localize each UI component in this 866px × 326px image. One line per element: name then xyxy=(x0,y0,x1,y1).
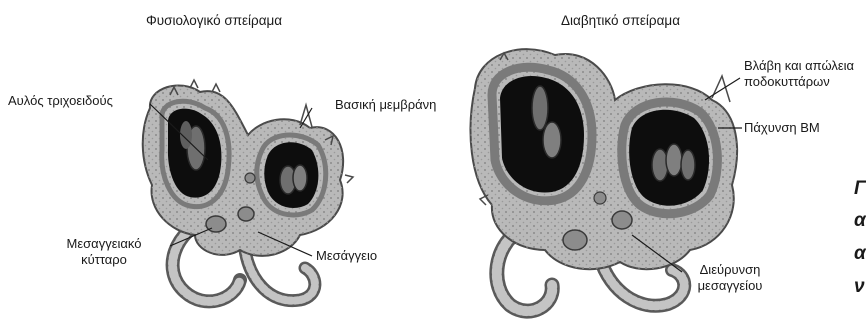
mesangial-cell xyxy=(612,211,632,229)
label-mesangial-cell: Μεσαγγειακό κύτταρο xyxy=(42,236,166,268)
cropped-side-letter: α xyxy=(854,243,866,265)
mesangial-cell xyxy=(563,230,587,250)
normal-glomerulus xyxy=(143,80,353,301)
label-mesangial-expansion-line2: μεσαγγείου xyxy=(680,278,780,294)
cropped-side-letter: ν xyxy=(854,276,866,298)
label-mesangium: Μεσάγγειο xyxy=(316,248,377,264)
label-mesangial-cell-line2: κύτταρο xyxy=(42,252,166,268)
label-podocyte-loss-line1: Βλάβη και απώλεια xyxy=(744,58,854,74)
label-mesangial-expansion: Διεύρυνση μεσαγγείου xyxy=(680,262,780,294)
label-capillary-lumen: Αυλός τριχοειδούς xyxy=(8,93,113,109)
normal-glomerulus-title: Φυσιολογικό σπείραμα xyxy=(146,13,282,29)
label-mesangial-expansion-line1: Διεύρυνση xyxy=(680,262,780,278)
label-mesangial-cell-line1: Μεσαγγειακό xyxy=(42,236,166,252)
label-podocyte-loss: Βλάβη και απώλεια ποδοκυττάρων xyxy=(744,58,854,90)
label-basement-membrane: Βασική μεμβράνη xyxy=(335,97,436,113)
diabetic-glomerulus-title: Διαβητικό σπείραμα xyxy=(561,13,680,29)
label-podocyte-loss-line2: ποδοκυττάρων xyxy=(744,74,854,90)
cropped-side-letter: Γ xyxy=(854,178,866,200)
label-bm-thickening: Πάχυνση ΒΜ xyxy=(744,120,820,136)
mesangial-cell xyxy=(238,207,254,221)
cropped-side-letter: α xyxy=(854,210,866,232)
